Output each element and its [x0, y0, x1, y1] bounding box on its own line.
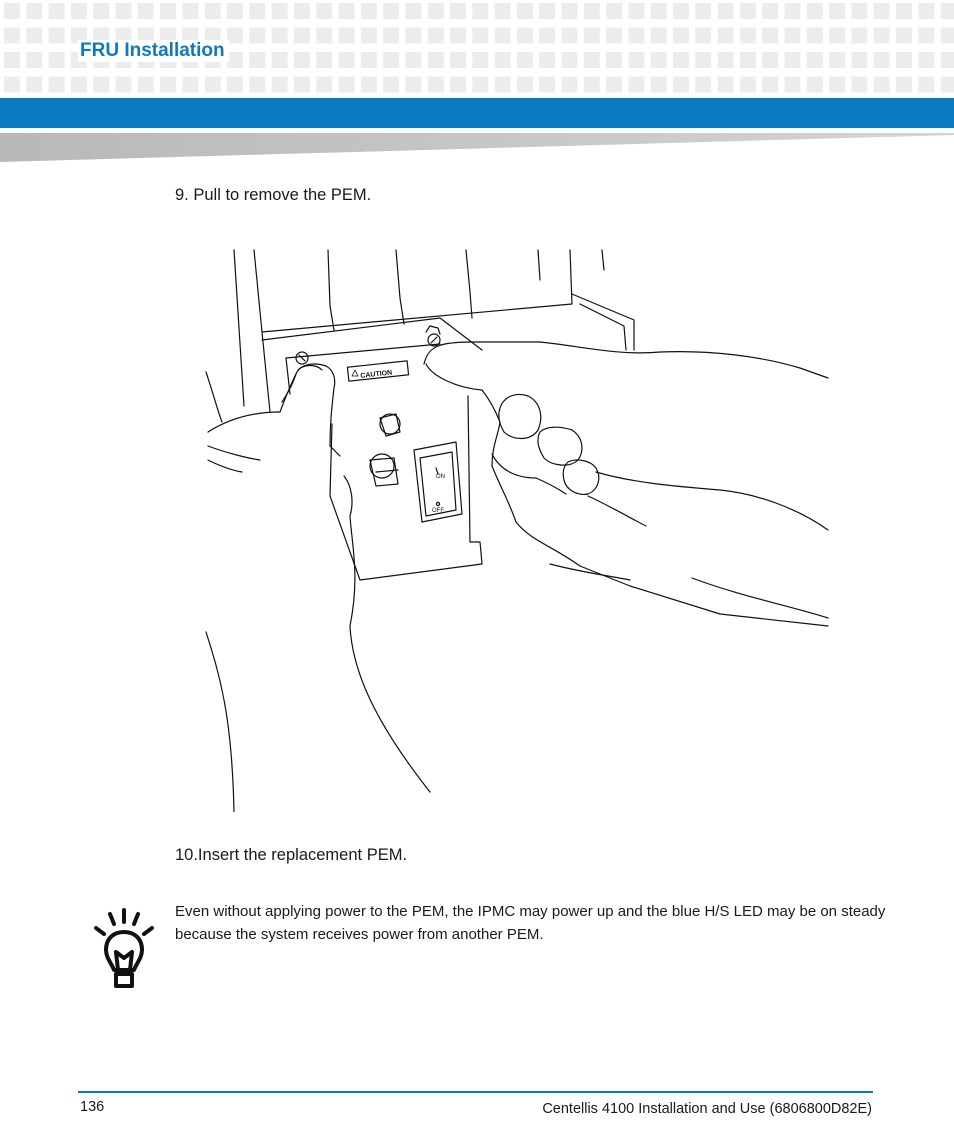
header-blue-bar — [0, 98, 954, 128]
lightbulb-icon — [94, 908, 154, 988]
step-9: 9. Pull to remove the PEM. — [175, 186, 372, 204]
page-number: 136 — [80, 1099, 105, 1115]
switch-off-label: OFF — [432, 508, 444, 514]
header-pattern — [0, 0, 954, 98]
document-title: Centellis 4100 Installation and Use (680… — [542, 1101, 872, 1117]
footer-rule — [78, 1091, 873, 1093]
section-title: FRU Installation — [78, 40, 229, 62]
note-text: Even without applying power to the PEM, … — [175, 903, 886, 943]
caution-label: CAUTION — [360, 370, 392, 380]
switch-on-label: ON — [436, 474, 445, 480]
step-10: 10.Insert the replacement PEM. — [175, 846, 408, 864]
pem-removal-illustration: CAUTION ON OFF — [205, 249, 829, 812]
header-gray-wedge — [0, 133, 954, 162]
